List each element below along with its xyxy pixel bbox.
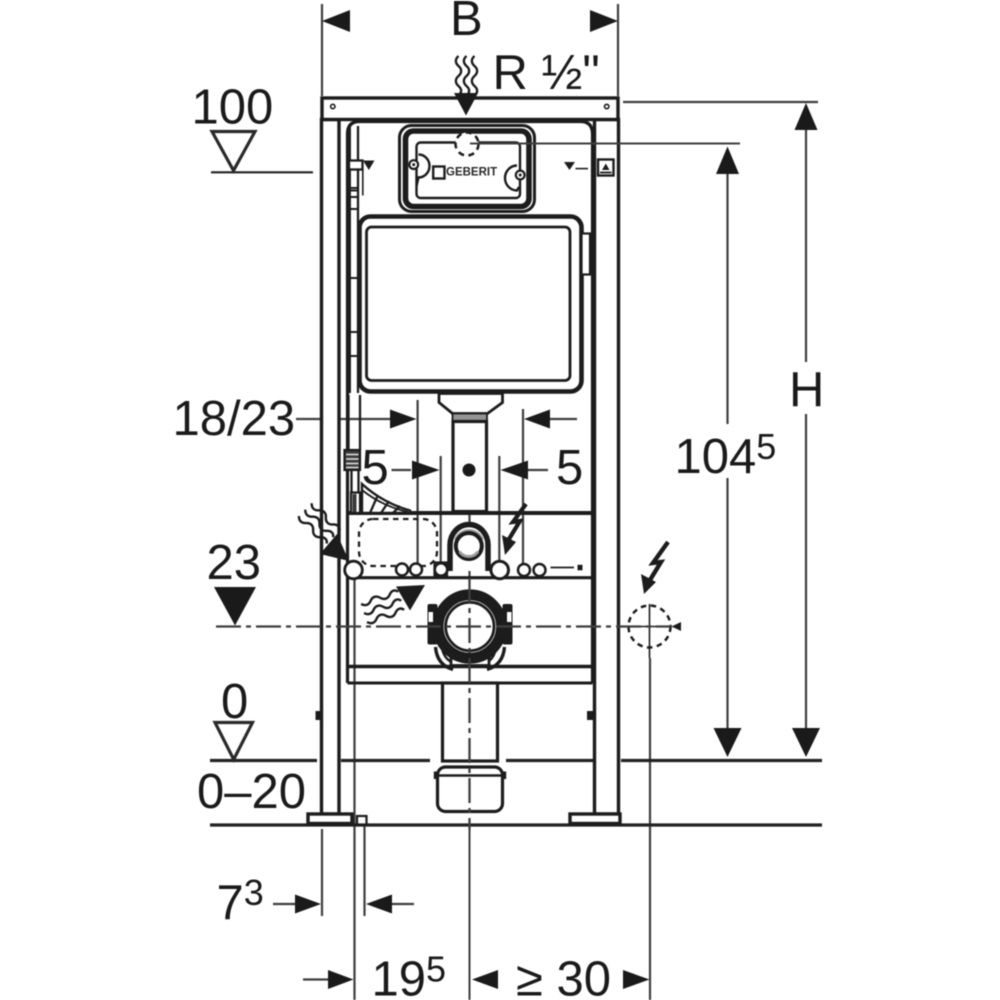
svg-text:73: 73: [217, 872, 264, 930]
svg-text:1045: 1045: [675, 426, 777, 484]
svg-text:H: H: [789, 363, 824, 417]
svg-text:0: 0: [221, 675, 248, 729]
svg-text:0–20: 0–20: [197, 765, 306, 819]
svg-text:195: 195: [372, 949, 447, 1000]
svg-text:18/23: 18/23: [173, 392, 296, 446]
svg-text:5: 5: [362, 441, 389, 495]
svg-text:5: 5: [556, 441, 583, 495]
svg-text:≥ 30: ≥ 30: [516, 953, 611, 1000]
svg-text:R ½": R ½": [493, 46, 600, 100]
svg-text:100: 100: [192, 81, 274, 135]
svg-text:GEBERIT: GEBERIT: [446, 167, 497, 179]
svg-text:B: B: [450, 0, 483, 46]
svg-text:23: 23: [207, 536, 262, 590]
